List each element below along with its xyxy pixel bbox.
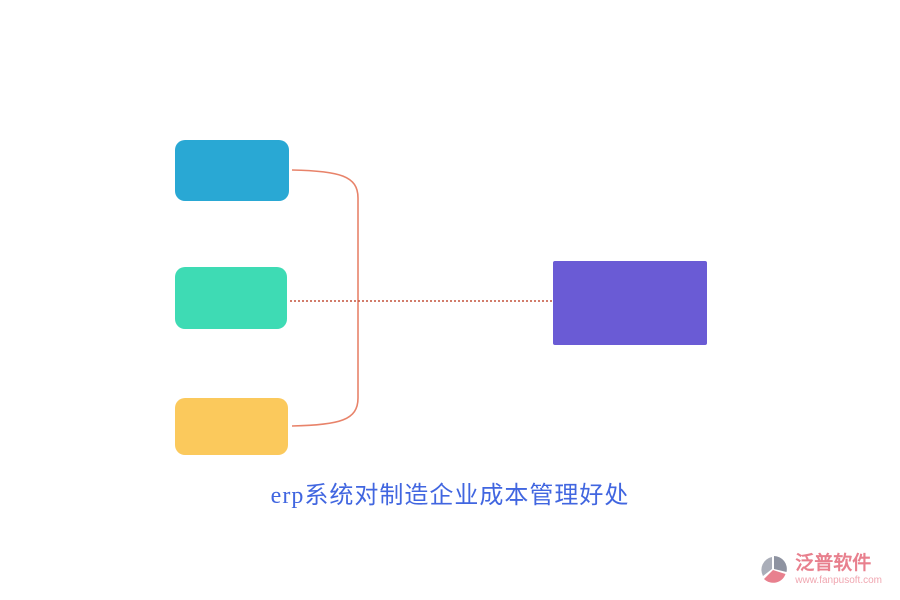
fanpu-logo-icon	[761, 556, 788, 584]
bottom-box	[175, 398, 288, 455]
diagram-title: erp系统对制造企业成本管理好处	[270, 483, 630, 509]
right-box	[553, 261, 707, 345]
top-box	[175, 140, 289, 201]
watermark-brand: 泛普软件	[795, 552, 872, 574]
bracket-connector	[291, 169, 359, 427]
middle-box	[175, 267, 287, 329]
watermark-text: 泛普软件 www.fanpusoft.com	[795, 553, 882, 586]
watermark: 泛普软件 www.fanpusoft.com	[759, 553, 882, 586]
watermark-url: www.fanpusoft.com	[795, 574, 882, 586]
